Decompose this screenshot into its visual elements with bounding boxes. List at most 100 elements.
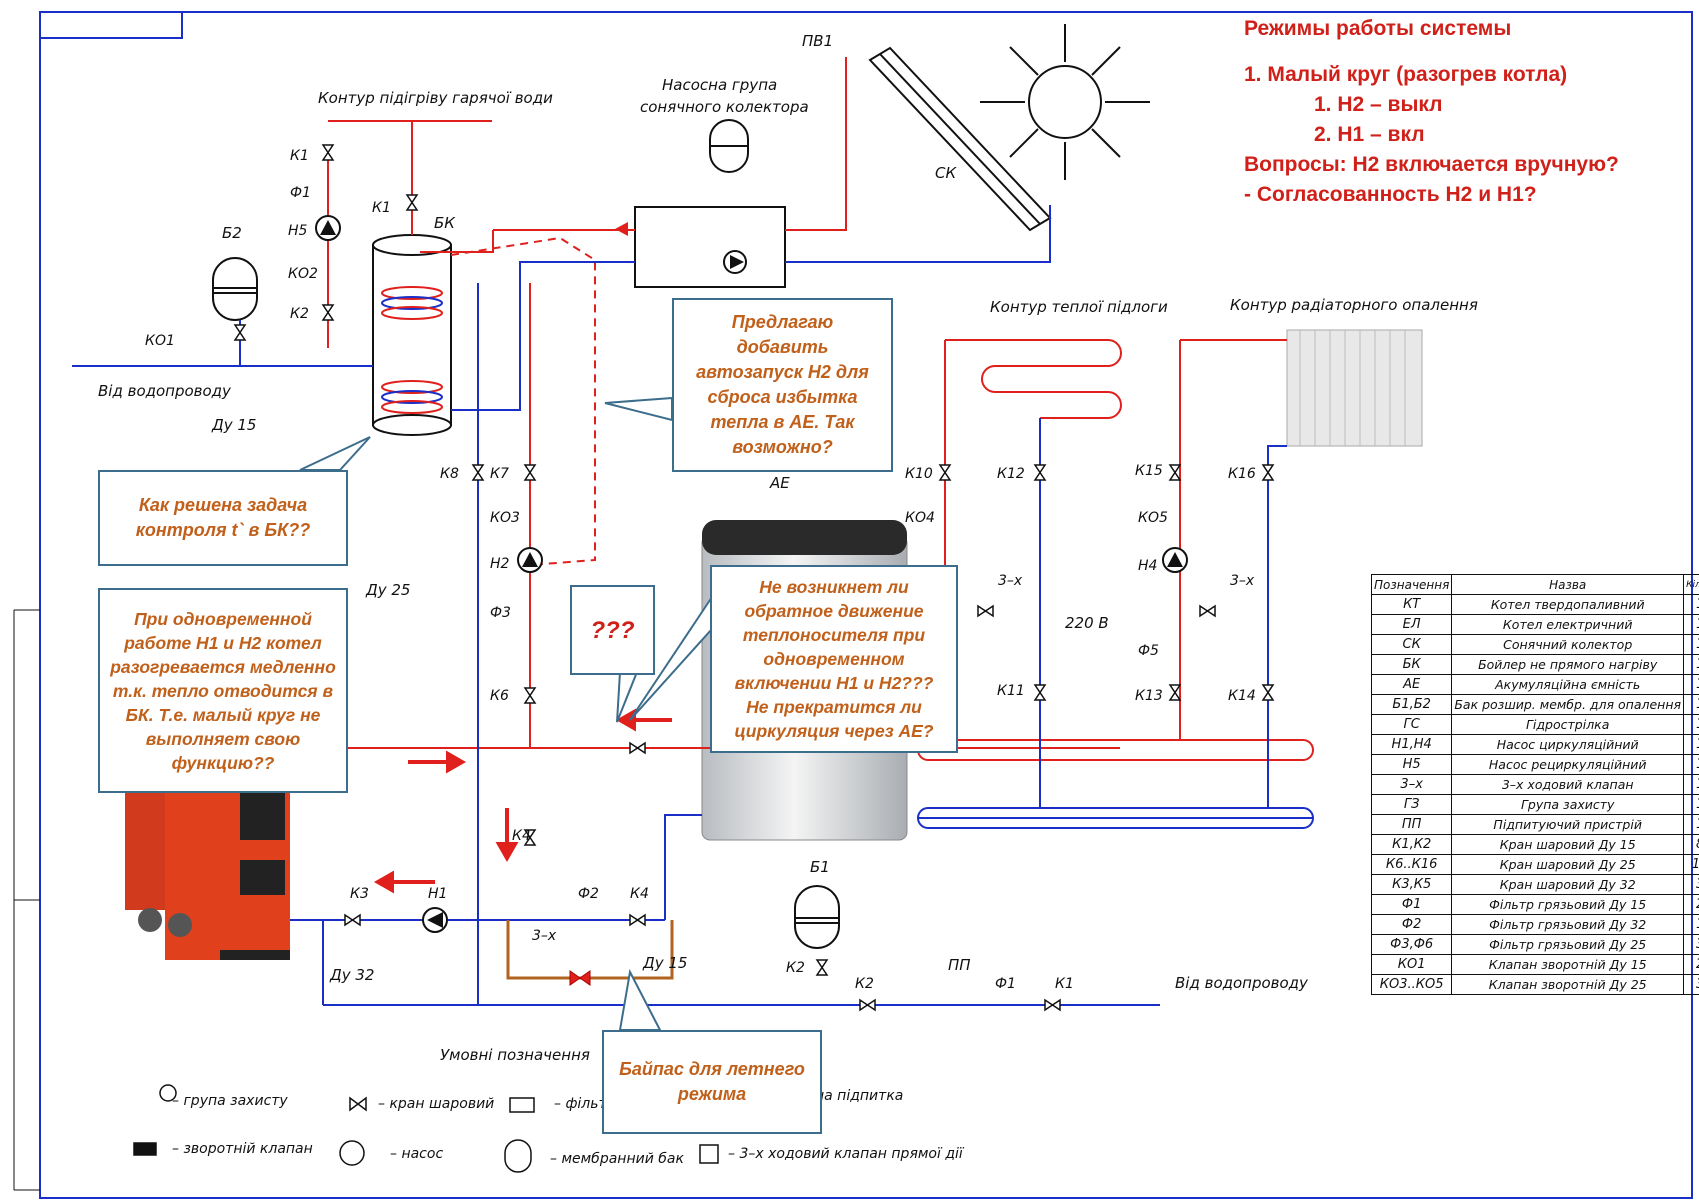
legend-pump: – насос [390, 1146, 443, 1162]
table-cell-name: Бак розшир. мембр. для опалення [1451, 694, 1685, 715]
table-cell-qty: 1 [1683, 654, 1699, 675]
table-cell-name: Насос рециркуляційний [1451, 754, 1685, 775]
pump-h1-icon [422, 907, 448, 933]
table-cell-name: Бойлер не прямого нагріву [1451, 654, 1685, 675]
hot-water-circuit-label: Контур підігріву гарячої води [318, 89, 553, 107]
f1-label-b: Ф1 [995, 976, 1016, 992]
f1-label-a: Ф1 [290, 185, 311, 201]
table-cell-name: Підпитуючий пристрій [1451, 814, 1685, 835]
pump-h2-icon [517, 547, 543, 573]
du25-label: Ду 25 [365, 581, 410, 599]
table-cell-qty: 1 [1683, 714, 1699, 735]
table-cell-name: Кран шаровий Ду 32 [1451, 874, 1685, 895]
return-pipes [72, 205, 1313, 1006]
table-cell-code: Ф2 [1370, 914, 1453, 935]
table-cell-qty: 1 [1683, 774, 1699, 795]
indirect-boiler-bk [372, 234, 452, 436]
table-cell-name: Фільтр грязьовий Ду 32 [1451, 914, 1685, 935]
supply-dashed [450, 236, 596, 566]
callout-question-marks: ??? [570, 585, 655, 675]
table-cell-name: 3–х ходовий клапан [1451, 774, 1685, 795]
table-cell-qty: 1 [1683, 674, 1699, 695]
du15-label-left: Ду 15 [211, 416, 256, 434]
table-cell-name: Котел електричний [1451, 614, 1685, 635]
table-cell-code: ГЗ [1370, 794, 1453, 815]
table-cell-code: ПП [1370, 814, 1453, 835]
table-cell-code: К6..К16 [1370, 854, 1453, 875]
sun-icon [980, 24, 1150, 180]
k1-label-c: К1 [1055, 976, 1074, 992]
table-cell-code: ЕЛ [1370, 614, 1453, 635]
table-cell-qty: 1 [1683, 734, 1699, 755]
legend-check-valve: – зворотній клапан [172, 1141, 313, 1157]
notes-item-1: 1. Малый круг (разогрев котла) [1244, 63, 1568, 86]
table-cell-code: КТ [1370, 594, 1453, 615]
table-cell-qty: 8 [1683, 834, 1699, 855]
du15-label-bottom: Ду 15 [642, 954, 687, 972]
220v-label: 220 В [1065, 614, 1109, 632]
table-header-code: Позначення [1370, 574, 1453, 595]
water-supply-label-right: Від водопроводу [1175, 974, 1309, 992]
k2-label-b: К2 [786, 960, 805, 976]
k1-label-a: К1 [290, 148, 309, 164]
solar-pump-group-box [634, 206, 786, 288]
k8-label: К8 [440, 466, 459, 482]
h5-label: Н5 [288, 223, 308, 239]
table-cell-qty: 1 [1683, 594, 1699, 615]
table-cell-qty: 1 [1683, 814, 1699, 835]
solar-pump-group-label-1: Насосна група [662, 76, 777, 94]
table-header-row: Позначення Назва Кільк. [1370, 574, 1699, 595]
k2-label-c: К2 [855, 976, 874, 992]
expansion-tank-b2 [212, 257, 258, 321]
legend-makeup: на підпитка [815, 1088, 903, 1104]
table-cell-code: КО1 [1370, 954, 1453, 975]
table-cell-name: Кран шаровий Ду 15 [1451, 834, 1685, 855]
ko1-label: КО1 [145, 333, 175, 349]
table-cell-qty: 1 [1683, 694, 1699, 715]
ko3-label: КО3 [490, 510, 520, 526]
k10-label: К10 [905, 466, 933, 482]
table-cell-code: К1,К2 [1370, 834, 1453, 855]
notes-subitem-2: 2. Н1 – вкл [1314, 123, 1425, 146]
table-cell-name: Акумуляційна ємність [1451, 674, 1685, 695]
f3-label: Ф3 [490, 605, 511, 621]
table-cell-qty: 1 [1683, 614, 1699, 635]
radiator-circuit-label: Контур радіаторного опалення [1230, 296, 1478, 314]
water-supply-label-left: Від водопроводу [98, 382, 232, 400]
ball-valves [233, 144, 1275, 1012]
table-row: ГСГідрострілка1 [1370, 714, 1699, 735]
f2-label: Ф2 [578, 886, 599, 902]
table-cell-name: Фільтр грязьовий Ду 25 [1451, 934, 1685, 955]
table-cell-code: Ф1 [1370, 894, 1453, 915]
sk-label: СК [935, 164, 957, 182]
table-cell-code: Б1,Б2 [1370, 694, 1453, 715]
k3-label: К3 [350, 886, 369, 902]
pp-label: ПП [948, 956, 971, 974]
table-cell-qty: 2 [1683, 954, 1699, 975]
table-cell-qty: 2 [1683, 894, 1699, 915]
k12-label: К12 [997, 466, 1025, 482]
k4-label-b: К4 [630, 886, 649, 902]
legend-3way-valve: – 3–х ходовий клапан прямої дії [728, 1146, 965, 1162]
pv1-label: ПВ1 [802, 32, 833, 50]
table-header-name: Назва [1451, 574, 1685, 595]
title-stamp-box [39, 11, 183, 39]
expansion-tank-b1 [794, 885, 840, 949]
k1-label-b: К1 [372, 200, 391, 216]
ko4-label: КО4 [905, 510, 935, 526]
table-cell-name: Насос циркуляційний [1451, 734, 1685, 755]
b1-label: Б1 [810, 858, 830, 876]
